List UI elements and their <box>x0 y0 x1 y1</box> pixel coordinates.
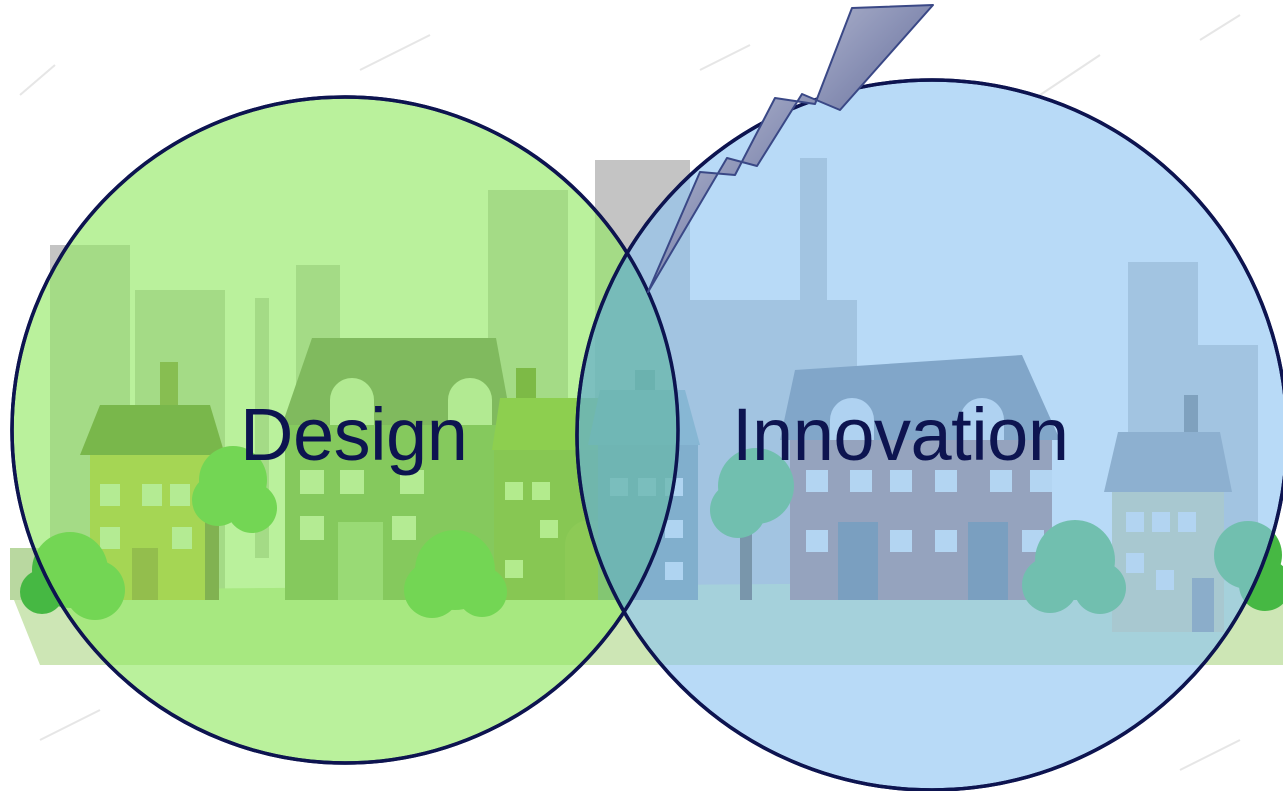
watermark-marks <box>19 14 1241 771</box>
lightning-bolt-icon <box>647 4 934 293</box>
design-label: Design <box>240 393 468 476</box>
innovation-label: Innovation <box>732 393 1069 476</box>
innovation-circle-outline <box>575 78 1283 791</box>
venn-circles <box>10 78 1283 791</box>
design-circle-outline <box>10 95 680 765</box>
